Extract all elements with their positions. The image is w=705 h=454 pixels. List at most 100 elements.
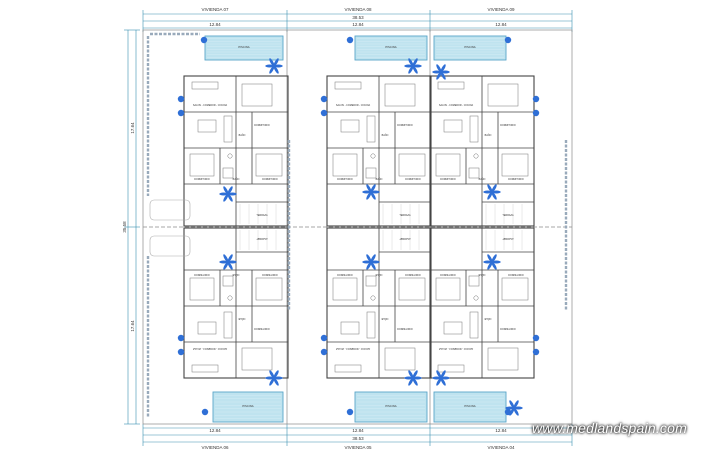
house-plan: SALON - COMEDOR - COCINADORMITORIOBAÑODO… xyxy=(326,75,432,227)
pool: PISCINA xyxy=(204,35,284,61)
palm-tree-icon xyxy=(265,58,283,74)
palm-leaf xyxy=(371,190,380,194)
bed xyxy=(398,277,426,301)
top-total-width: 38.53 xyxy=(352,15,364,20)
palm-leaf xyxy=(412,377,418,386)
room-label-bath: BAÑO xyxy=(376,178,383,181)
palm-leaf xyxy=(440,370,446,379)
toilet xyxy=(227,153,233,159)
palm-leaf xyxy=(491,254,497,263)
room-label-bedroom: DORMITORIO xyxy=(397,124,413,127)
toilet xyxy=(227,295,233,301)
shrub-dot xyxy=(532,334,540,342)
palm-leaf xyxy=(513,407,519,416)
shrub-dot xyxy=(177,95,185,103)
bed xyxy=(487,83,519,107)
palm-leaf xyxy=(269,377,275,386)
room-label-living: SALON - COMEDOR - COCINA xyxy=(193,347,228,350)
shrub-dot xyxy=(532,95,540,103)
bed xyxy=(255,277,283,301)
bed xyxy=(332,153,358,177)
pool: PISCINA xyxy=(212,391,284,423)
palm-leaf xyxy=(366,261,372,270)
room-label-bedroom: DORMITORIO xyxy=(337,178,353,181)
palm-leaf xyxy=(492,190,501,194)
bed xyxy=(487,347,519,371)
top-unit-label-2: VIVIENDA 08 xyxy=(344,7,372,12)
pool-label: PISCINA xyxy=(464,45,475,49)
top-unit-label-1: VIVIENDA 07 xyxy=(201,7,229,12)
palm-leaf xyxy=(370,254,376,263)
top-unit-width-1: 12.84 xyxy=(209,22,221,27)
shower xyxy=(468,167,480,179)
plants xyxy=(146,32,568,418)
room-label-terrace: TERRAZA xyxy=(399,237,411,240)
palm-leaf xyxy=(491,184,497,193)
top-dimensions xyxy=(142,10,573,32)
palm-leaf xyxy=(273,370,279,379)
bottom-total-width: 38.53 xyxy=(352,436,364,441)
palm-leaf xyxy=(273,377,279,386)
bottom-unit-label-3: VIVIENDA 04 xyxy=(487,445,515,450)
palm-tree-icon xyxy=(362,184,380,200)
room-label-bedroom: DORMITORIO xyxy=(194,178,210,181)
room-label-living: SALON - COMEDOR - COCINA xyxy=(439,104,474,107)
palm-leaf xyxy=(227,186,233,195)
palm-leaf xyxy=(408,58,414,67)
pool-water xyxy=(354,391,428,423)
toilet xyxy=(473,295,479,301)
left-total-depth: 35.58 xyxy=(122,221,127,233)
sofa xyxy=(334,81,362,90)
palm-leaf xyxy=(412,65,418,74)
bottom-unit-label-2: VIVIENDA 05 xyxy=(344,445,372,450)
palm-leaf xyxy=(440,377,446,386)
shrub-dot xyxy=(200,36,208,44)
bed xyxy=(189,277,215,301)
bed xyxy=(501,153,529,177)
palm-leaf xyxy=(370,191,376,200)
house-plan: SALON - COMEDOR - COCINADORMITORIOBAÑODO… xyxy=(183,75,289,227)
palm-leaf xyxy=(436,377,442,386)
room-label-bedroom: DORMITORIO xyxy=(440,178,456,181)
left-dimensions xyxy=(124,29,140,425)
top-unit-width-3: 12.84 xyxy=(495,22,507,27)
palm-leaf xyxy=(371,260,380,264)
pool-label: PISCINA xyxy=(242,404,253,408)
shower xyxy=(222,275,234,287)
palm-leaf xyxy=(223,193,229,202)
housing-units: SALON - COMEDOR - COCINA DORMITORIO BAÑO DO… xyxy=(149,35,535,423)
palm-tree-icon xyxy=(432,64,450,80)
pool-water xyxy=(204,35,284,61)
palm-leaf xyxy=(228,260,237,264)
dining-table xyxy=(443,119,463,133)
palm-leaf xyxy=(441,376,450,380)
top-unit-width-2: 12.84 xyxy=(352,22,364,27)
sofa xyxy=(191,81,219,90)
dining-table xyxy=(197,321,217,335)
shrub-dot xyxy=(320,109,328,117)
room-label-bedroom: DORMITORIO xyxy=(262,178,278,181)
palm-leaf xyxy=(227,193,233,202)
palm-leaf xyxy=(505,406,514,410)
palm-leaf xyxy=(412,370,418,379)
room-label-terrace: TERRAZA xyxy=(399,214,411,217)
palm-tree-icon xyxy=(483,254,501,270)
palm-leaf xyxy=(413,64,422,68)
kitchen-counter xyxy=(469,311,479,339)
shrub-dot xyxy=(532,109,540,117)
room-label-terrace: TERRAZA xyxy=(256,214,268,217)
bed xyxy=(241,347,273,371)
bed xyxy=(241,83,273,107)
room-label-bath: BAÑO xyxy=(233,178,240,181)
palm-leaf xyxy=(483,260,492,264)
shower xyxy=(468,275,480,287)
room-label-bedroom: DORMITORIO xyxy=(254,124,270,127)
sofa xyxy=(437,364,465,373)
shower xyxy=(222,167,234,179)
palm-leaf xyxy=(436,71,442,80)
house-plan: SALON - COMEDOR - COCINADORMITORIOBAÑODO… xyxy=(183,227,289,379)
pool: PISCINA xyxy=(433,391,507,423)
room-label-bedroom: DORMITORIO xyxy=(500,124,516,127)
pool: PISCINA xyxy=(433,35,507,61)
room-label-bath: BAÑO xyxy=(485,134,492,137)
